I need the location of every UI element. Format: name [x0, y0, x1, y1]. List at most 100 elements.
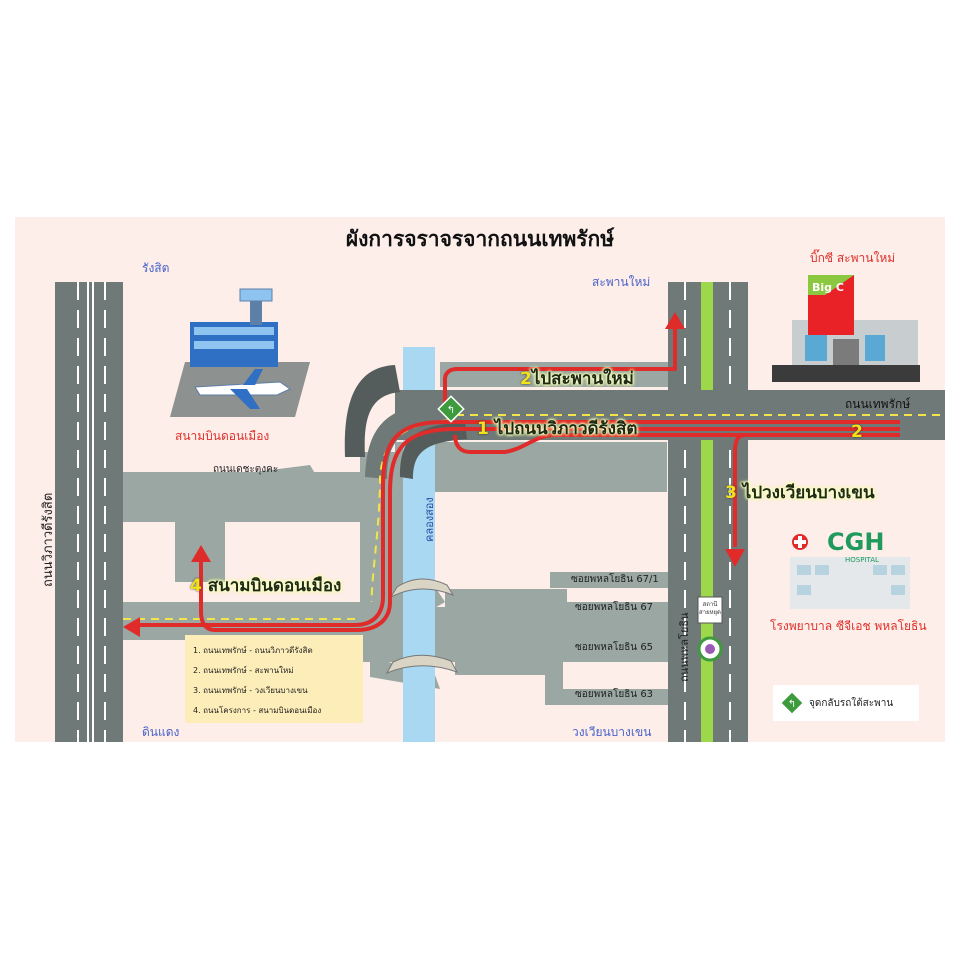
airport-route-road: [123, 602, 383, 640]
label-soi-67: ซอยพหลโยธิน 67: [575, 602, 654, 613]
route-1-line: [130, 420, 900, 627]
bridge-upper: [389, 578, 455, 599]
service-road-upper: [395, 442, 667, 492]
soi-67-1-upper: [550, 572, 670, 588]
airplane-wing: [230, 389, 260, 409]
u-turn-legend-icon: ↰: [779, 690, 805, 716]
cgh-logo-sub: HOSPITAL: [845, 556, 879, 564]
hospital-window: [891, 585, 905, 595]
control-tower-cab: [239, 288, 273, 302]
route-4-line: [199, 427, 900, 632]
route-4-text: สนามบินดอนเมือง: [207, 576, 342, 596]
legend-item: 1. ถนนเทพรักษ์ - ถนนวิภาวดีรังสิต: [193, 646, 313, 655]
arrow-to-saphan-mai: [665, 312, 685, 329]
label-rangsit: รังสิต: [142, 261, 170, 275]
label-vibhavadi: ถนนวิภาวดีรังสิต: [41, 492, 56, 587]
map-drawing: ↰: [55, 275, 945, 742]
airplane-wing-top: [243, 369, 263, 385]
flyover-outer: [344, 365, 400, 457]
map-title: ผังการจราจรจากถนนเทพรักษ์: [345, 227, 615, 251]
route-3-text: ไปวงเวียนบางเขน: [742, 483, 875, 503]
arrow-to-vibhavadi: [123, 617, 140, 637]
hospital-window: [873, 565, 887, 575]
route-2-label: 2ไปสะพานใหม่: [520, 365, 634, 392]
traffic-map: ↰: [15, 217, 945, 742]
label-saphan-mai: สะพานใหม่: [592, 275, 651, 289]
route-4-number: 4: [190, 576, 202, 596]
route-1-label: 1 ไปถนนวิภาวดีรังสิต: [477, 415, 637, 442]
label-khlong: คลองสอง: [423, 497, 436, 542]
bus-stop-sign: [697, 596, 723, 624]
soi-65-road: [555, 642, 675, 658]
route-2-endpoint-number: 2: [851, 422, 863, 442]
u-turn-diamond: [437, 395, 465, 423]
soi-connector: [545, 642, 563, 705]
terminal-window-row: [194, 327, 274, 335]
arrow-to-bang-khen: [725, 549, 745, 567]
label-phahon: ถนนพหลโยธิน: [678, 612, 691, 682]
label-cgh-hospital: โรงพยาบาล ซีจีเอช พหลโยธิน: [770, 619, 927, 633]
route-arrows: [123, 312, 745, 637]
label-din-daeng: ดินแดง: [142, 725, 180, 739]
phahon-median: [701, 282, 713, 742]
big-c-sign-green: [808, 275, 854, 295]
big-c-building-icon: [772, 275, 920, 382]
dechatungka-road: [215, 465, 320, 507]
bus-stop-label: สถานี สายหยุด: [699, 601, 721, 616]
label-soi-63: ซอยพหลโยธิน 63: [575, 689, 654, 700]
route-2-text: ไปสะพานใหม่: [531, 369, 634, 389]
label-soi-65: ซอยพหลโยธิน 65: [575, 642, 654, 653]
u-turn-glyph: ↰: [447, 405, 455, 416]
label-soi-67-1: ซอยพหลโยธิน 67/1: [571, 574, 659, 585]
u-turn-icon: ↰: [437, 395, 465, 423]
hospital-building: [790, 557, 910, 609]
hospital-window: [797, 565, 811, 575]
bridge-lower: [385, 654, 459, 675]
route-legend: 1. ถนนเทพรักษ์ - ถนนวิภาวดีรังสิต 2. ถนน…: [185, 635, 363, 723]
control-tower: [250, 297, 262, 325]
route-ramp-line: [453, 433, 900, 454]
hospital-window: [891, 565, 905, 575]
label-dechatungka: ถนนเดชะตุงคะ: [213, 464, 279, 475]
label-don-mueang-airport: สนามบินดอนเมือง: [175, 429, 270, 443]
label-wongwian-bang-khen: วงเวียนบางเขน: [572, 725, 652, 739]
bus-stop-icon: [697, 596, 723, 662]
legend-item: 2. ถนนเทพรักษ์ - สะพานใหม่: [193, 666, 294, 675]
hospital-cross: [794, 540, 806, 544]
legend-item: 4. ถนนโครงการ - สนามบินดอนเมือง: [193, 706, 322, 715]
u-turn-legend-diamond: [779, 690, 805, 716]
route-4-label: 4 สนามบินดอนเมือง: [190, 572, 341, 599]
routes: [130, 325, 900, 632]
route-3-number: 3: [725, 483, 737, 503]
cgh-hospital-icon: [790, 534, 910, 609]
route-3-line: [733, 433, 746, 547]
soi-63-road: [555, 689, 675, 705]
big-c-door: [833, 339, 859, 365]
big-c-logo-text: Big C: [812, 281, 844, 294]
route-1-number: 1: [477, 419, 489, 439]
airplane-body: [194, 381, 291, 396]
label-thep-rak: ถนนเทพรักษ์: [845, 397, 911, 411]
soi-65-link: [455, 657, 560, 675]
arrow-to-airport: [191, 545, 211, 562]
cgh-logo-text: CGH: [827, 528, 885, 556]
vibhavadi-road: [55, 282, 123, 742]
big-c-window: [865, 335, 885, 361]
route-2-endpoint: 2: [851, 422, 863, 442]
route-1-text: ไปถนนวิภาวดีรังสิต: [494, 419, 638, 439]
thep-rak-road: [395, 390, 945, 440]
terminal-window-row: [194, 341, 274, 349]
legend-item: 3. ถนนเทพรักษ์ - วงเวียนบางเขน: [193, 686, 308, 695]
u-turn-legend-glyph: ↰: [788, 699, 796, 710]
hospital-window: [815, 565, 829, 575]
route-2-line: [443, 325, 677, 412]
soi-67-road: [550, 602, 670, 618]
hospital-window: [797, 585, 811, 595]
saphan-mai-connector: [440, 362, 680, 387]
bridge-icon: [385, 578, 459, 675]
route-3-label: 3 ไปวงเวียนบางเขน: [725, 479, 875, 506]
airport-icon: [170, 288, 310, 417]
soi-67-1-road: [445, 589, 567, 607]
label-big-c: บิ๊กซี สะพานใหม่: [810, 251, 896, 265]
u-turn-legend: ↰ จุดกลับรถใต้สะพาน: [773, 685, 919, 721]
